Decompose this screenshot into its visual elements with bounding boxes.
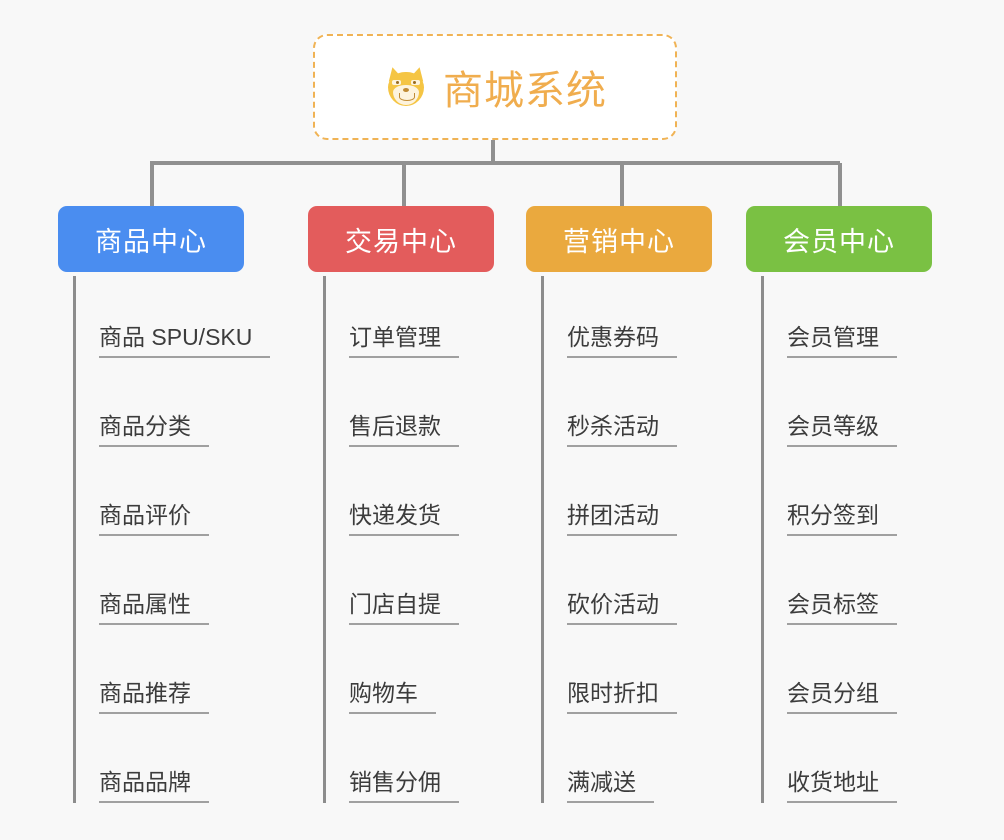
- connector-drop-4: [838, 163, 842, 206]
- leaf-item[interactable]: 积分签到: [761, 488, 897, 536]
- dog-face-icon: [383, 64, 429, 110]
- branch-header-4[interactable]: 会员中心: [746, 206, 932, 272]
- connector-horizontal-bus: [150, 161, 840, 165]
- leaf-item[interactable]: 售后退款: [323, 399, 459, 447]
- leaf-item-label: 满减送: [567, 769, 654, 803]
- branch-header-3[interactable]: 营销中心: [526, 206, 712, 272]
- branch-header-1[interactable]: 商品中心: [58, 206, 244, 272]
- leaf-item[interactable]: 销售分佣: [323, 755, 459, 803]
- leaf-item-label: 收货地址: [787, 769, 897, 803]
- leaf-item-label: 门店自提: [349, 591, 459, 625]
- leaf-item[interactable]: 限时折扣: [541, 666, 677, 714]
- leaf-item[interactable]: 商品推荐: [73, 666, 209, 714]
- leaf-item-label: 会员标签: [787, 591, 897, 625]
- connector-root-stem: [491, 140, 495, 163]
- leaf-item-label: 售后退款: [349, 413, 459, 447]
- leaf-item[interactable]: 商品品牌: [73, 755, 209, 803]
- leaf-item[interactable]: 购物车: [323, 666, 436, 714]
- branch-header-2[interactable]: 交易中心: [308, 206, 494, 272]
- leaf-item[interactable]: 商品评价: [73, 488, 209, 536]
- leaf-item[interactable]: 商品属性: [73, 577, 209, 625]
- leaf-item-label: 商品属性: [99, 591, 209, 625]
- leaf-item-label: 快递发货: [349, 502, 459, 536]
- leaf-item[interactable]: 门店自提: [323, 577, 459, 625]
- connector-drop-3: [620, 163, 624, 206]
- leaf-item[interactable]: 会员管理: [761, 310, 897, 358]
- connector-drop-1: [150, 163, 154, 206]
- leaf-item-label: 砍价活动: [567, 591, 677, 625]
- leaf-item-label: 订单管理: [349, 324, 459, 358]
- connector-spine-4: [761, 276, 764, 803]
- leaf-item-label: 会员等级: [787, 413, 897, 447]
- leaf-item-label: 商品分类: [99, 413, 209, 447]
- leaf-item-label: 销售分佣: [349, 769, 459, 803]
- leaf-item[interactable]: 砍价活动: [541, 577, 677, 625]
- leaf-item-label: 商品评价: [99, 502, 209, 536]
- root-title: 商城系统: [443, 69, 607, 113]
- leaf-item-label: 积分签到: [787, 502, 897, 536]
- leaf-item-label: 优惠券码: [567, 324, 677, 358]
- leaf-item[interactable]: 会员等级: [761, 399, 897, 447]
- leaf-item-label: 会员管理: [787, 324, 897, 358]
- root-node[interactable]: 商城系统: [313, 34, 677, 140]
- leaf-item[interactable]: 优惠券码: [541, 310, 677, 358]
- leaf-item[interactable]: 会员标签: [761, 577, 897, 625]
- leaf-item[interactable]: 满减送: [541, 755, 654, 803]
- leaf-item-label: 购物车: [349, 680, 436, 714]
- leaf-item[interactable]: 快递发货: [323, 488, 459, 536]
- leaf-item-label: 秒杀活动: [567, 413, 677, 447]
- leaf-item[interactable]: 拼团活动: [541, 488, 677, 536]
- connector-spine-2: [323, 276, 326, 803]
- connector-spine-3: [541, 276, 544, 803]
- leaf-item-label: 限时折扣: [567, 680, 677, 714]
- leaf-item-label: 商品品牌: [99, 769, 209, 803]
- leaf-item[interactable]: 会员分组: [761, 666, 897, 714]
- leaf-item-label: 商品 SPU/SKU: [99, 324, 271, 358]
- leaf-item[interactable]: 收货地址: [761, 755, 897, 803]
- leaf-item-label: 商品推荐: [99, 680, 209, 714]
- leaf-item[interactable]: 商品分类: [73, 399, 209, 447]
- leaf-item-label: 会员分组: [787, 680, 897, 714]
- connector-drop-2: [402, 163, 406, 206]
- leaf-item-label: 拼团活动: [567, 502, 677, 536]
- leaf-item[interactable]: 商品 SPU/SKU: [73, 310, 271, 358]
- leaf-item[interactable]: 订单管理: [323, 310, 459, 358]
- leaf-item[interactable]: 秒杀活动: [541, 399, 677, 447]
- connector-spine-1: [73, 276, 76, 803]
